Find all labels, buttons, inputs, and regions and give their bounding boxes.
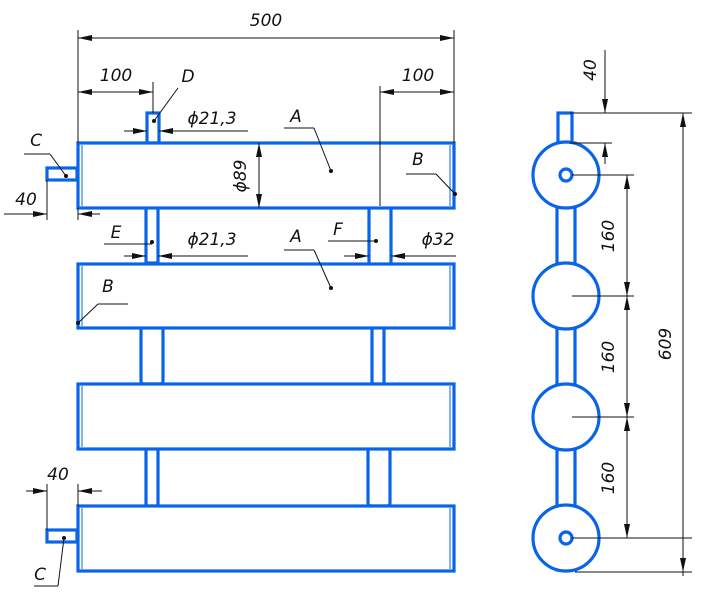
side-top-stub — [556, 111, 574, 145]
dim-top-stub-text: 40 — [581, 59, 601, 81]
dim-dia-connector-top: ϕ21,3 — [124, 109, 248, 134]
label-a-mid: A — [289, 227, 302, 247]
label-b-mid-group: B — [76, 277, 128, 325]
dim-width-total: 500 — [77, 11, 455, 143]
label-c-bottom-group: C — [34, 536, 66, 587]
header-3 — [76, 382, 456, 451]
label-b-top-group: B — [406, 150, 457, 196]
label-a-top: A — [289, 107, 302, 127]
label-b-top: B — [412, 150, 424, 170]
label-a-mid-group: A — [284, 227, 333, 290]
label-c-top-group: C — [24, 131, 68, 178]
connector-right-2 — [370, 324, 386, 386]
dim-height-total-text: 609 — [656, 328, 676, 360]
label-e-group: E — [104, 223, 154, 245]
dim-dia-connector-mid-text: ϕ21,3 — [187, 230, 236, 250]
top-stub-d — [145, 111, 161, 145]
dim-dia-connector-top-text: ϕ21,3 — [187, 109, 236, 129]
dim-height-total: 609 — [575, 113, 692, 576]
dim-dia-large: ϕ32 — [344, 230, 456, 259]
dim-width-total-text: 500 — [250, 11, 282, 31]
dim-offset-right-text: 100 — [402, 66, 434, 86]
connector-e — [144, 204, 160, 265]
front-connectors — [45, 111, 393, 544]
dim-dia-connector-mid: ϕ21,3 — [124, 230, 248, 259]
label-b-mid: B — [102, 277, 114, 297]
dim-offset-left-text: 100 — [100, 66, 132, 86]
side-stub-bottom — [45, 528, 79, 544]
label-c-bottom: C — [34, 565, 46, 585]
dim-pitches: 160 160 160 — [572, 174, 692, 539]
label-e: E — [111, 223, 122, 243]
side-outlet-bottom — [558, 530, 574, 546]
dim-pitch-3-text: 160 — [599, 462, 619, 494]
header-2 — [76, 262, 456, 330]
label-d: D — [181, 67, 194, 87]
dim-pitch-1-text: 160 — [599, 220, 619, 252]
label-d-group: D — [152, 67, 195, 123]
connector-left-3 — [144, 446, 160, 508]
connector-f — [367, 204, 393, 268]
label-f-group: F — [328, 220, 378, 243]
dim-stub-left-bottom-text: 40 — [47, 465, 69, 485]
front-headers — [76, 141, 456, 573]
dim-pitch-2-text: 160 — [599, 341, 619, 373]
dim-offset-left: 100 — [78, 66, 154, 113]
side-outlet-top — [558, 167, 574, 183]
dim-stub-left-top: 40 — [4, 180, 100, 220]
dim-stub-left-bottom: 40 — [26, 465, 102, 530]
label-f: F — [333, 220, 343, 240]
connector-right-3 — [366, 446, 392, 508]
dim-stub-left-top-text: 40 — [15, 190, 37, 210]
header-1 — [76, 141, 456, 210]
dim-offset-right: 100 — [379, 66, 454, 206]
header-4 — [76, 504, 456, 573]
dim-top-stub: 40 — [570, 50, 692, 164]
side-view — [531, 111, 601, 573]
connector-left-2 — [139, 324, 165, 386]
dim-dia-header-text: ϕ89 — [231, 160, 251, 193]
label-a-top-group: A — [284, 107, 333, 173]
dim-dia-header: ϕ89 — [231, 143, 262, 208]
dim-dia-large-text: ϕ32 — [422, 230, 455, 250]
label-c-top: C — [30, 131, 42, 151]
